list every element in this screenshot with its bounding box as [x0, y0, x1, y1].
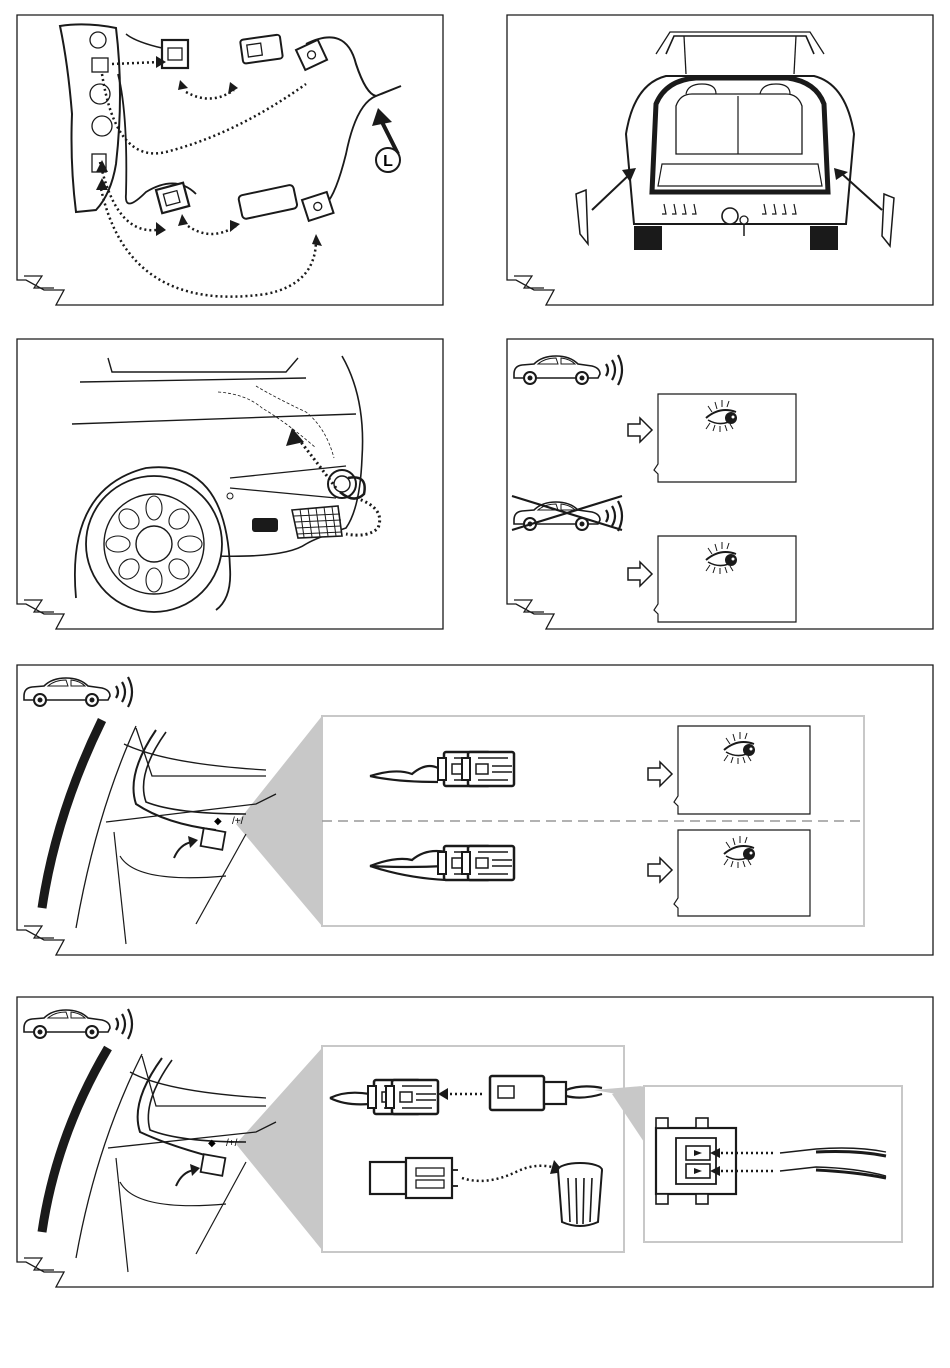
panel-trunk-rear-view [506, 14, 934, 306]
svg-text:◆: ◆ [208, 1138, 216, 1149]
panel-connector-check: ◆ /+/ [16, 664, 934, 956]
panel-tail-light-routing: L [16, 14, 444, 306]
svg-text:/+/: /+/ [226, 1138, 238, 1149]
panel-connector-swap: ◆ /+/ [16, 996, 934, 1288]
trash-bin-icon [558, 1163, 602, 1226]
panel-signal-check [506, 338, 934, 630]
panel-fender-routing [16, 338, 444, 630]
svg-text:/+/: /+/ [232, 816, 244, 827]
label-l: L [383, 153, 393, 170]
svg-text:◆: ◆ [214, 816, 222, 827]
